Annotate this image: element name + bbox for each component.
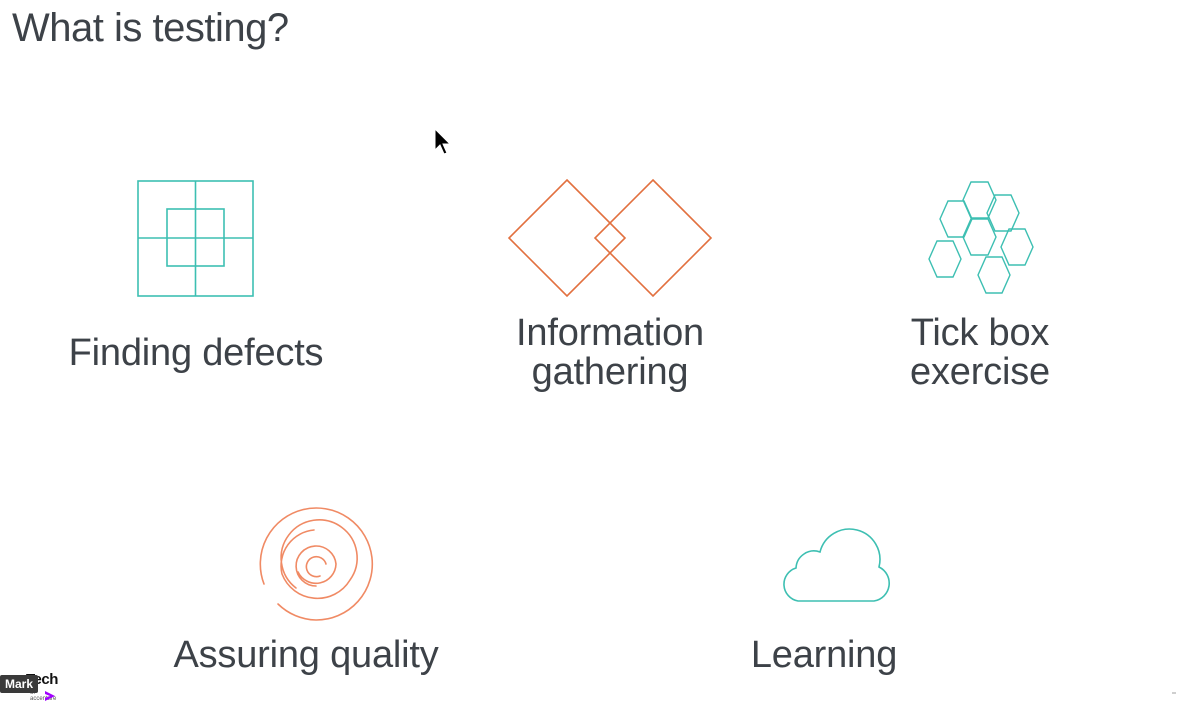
spiral-icon bbox=[259, 507, 374, 621]
item-label-information-gathering: Information gathering bbox=[516, 312, 704, 393]
item-label-finding-defects: Finding defects bbox=[68, 332, 324, 374]
mouse-cursor-icon bbox=[434, 128, 452, 155]
grid-squares-icon bbox=[137, 180, 254, 297]
item-label-tick-box-exercise: Tick box exercise bbox=[910, 312, 1050, 393]
item-label-learning: Learning bbox=[750, 634, 898, 676]
slide-title: What is testing? bbox=[12, 6, 289, 50]
cloud-icon bbox=[783, 528, 890, 602]
corner-marker bbox=[1172, 692, 1176, 694]
presenter-name-label: Mark bbox=[0, 675, 39, 693]
item-label-assuring-quality: Assuring quality bbox=[173, 634, 439, 676]
presenter-badge: Tech of accenture Mark bbox=[0, 670, 58, 704]
accenture-arrow-icon bbox=[45, 691, 55, 701]
brand-logo-subtext: of accenture bbox=[30, 690, 57, 702]
overlapping-diamonds-icon bbox=[507, 178, 713, 298]
hexagon-cluster-icon bbox=[928, 181, 1034, 294]
